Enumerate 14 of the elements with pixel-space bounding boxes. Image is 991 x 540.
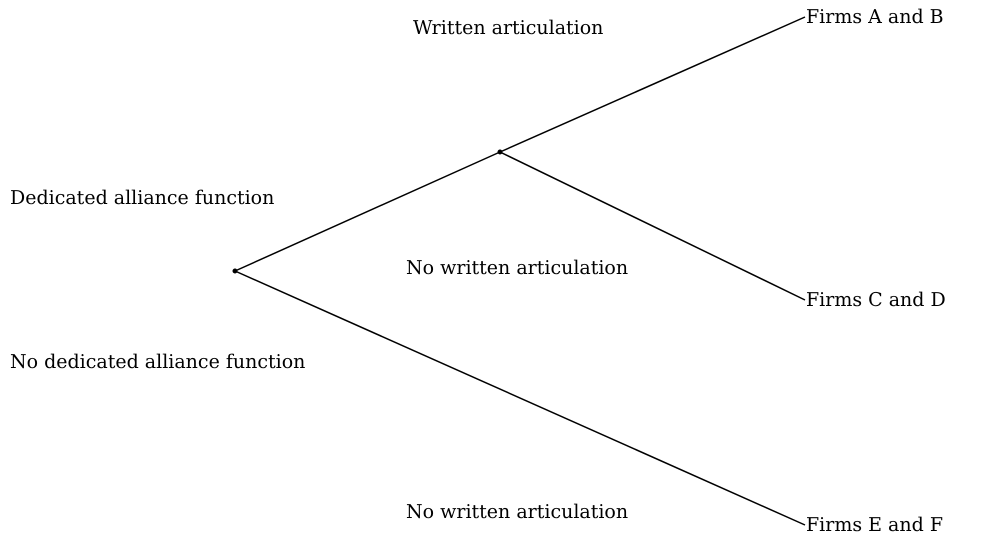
outcome-text: Firms C and D <box>806 288 946 312</box>
outcome-text: Firms A and B <box>806 5 944 29</box>
edge-label: Written articulation <box>413 16 604 40</box>
branch-line <box>234 151 500 272</box>
branch-point <box>232 268 238 274</box>
branch-label: No written articulation <box>406 500 628 524</box>
branch-line <box>234 270 806 526</box>
edge-label: No written articulation <box>406 256 628 280</box>
branch-line <box>500 151 806 301</box>
branch-line <box>500 16 806 153</box>
edge-label: Dedicated alliance function <box>10 186 274 210</box>
outcome-text: Firms E and F <box>806 513 944 537</box>
branch-point <box>498 150 502 154</box>
edge-label: No dedicated alliance function <box>10 350 306 374</box>
